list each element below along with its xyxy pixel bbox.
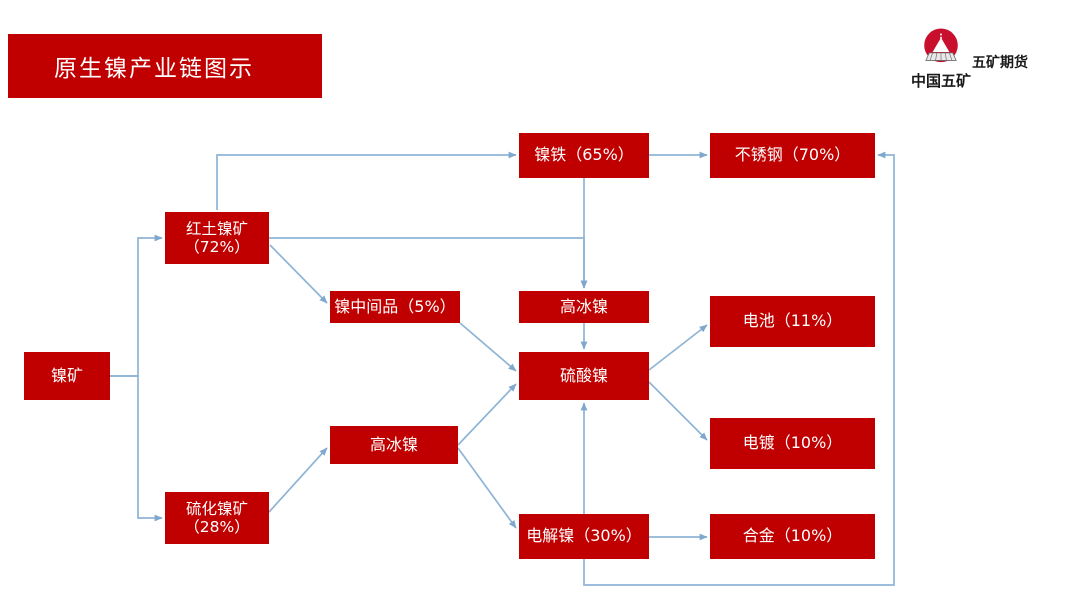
node-nickel-sulfate[interactable]: 硫酸镍 <box>519 352 649 400</box>
edge-sulfide-to-matte-left <box>268 447 328 513</box>
edge-laterite-to-matte-mid <box>269 237 588 289</box>
title-banner: 原生镍产业链图示 <box>8 34 322 98</box>
page-title: 原生镍产业链图示 <box>54 56 254 82</box>
node-label: 镍中间品（5%） <box>334 296 456 316</box>
brand-company-name: 中国五矿 <box>910 72 971 90</box>
node-label: 镍铁（65%） <box>534 145 634 165</box>
node-stainless-steel[interactable]: 不锈钢（70%） <box>710 133 875 178</box>
node-label: 硫化镍矿（28%） <box>184 499 250 536</box>
node-nickel-ore[interactable]: 镍矿 <box>24 352 110 400</box>
edge-matte-left-to-sulfate <box>457 383 517 446</box>
node-label: 不锈钢（70%） <box>734 145 851 165</box>
edge-laterite-to-intermediate <box>269 244 328 304</box>
node-matte-left[interactable]: 高冰镍 <box>330 426 458 464</box>
china-minmetals-emblem-icon <box>924 28 958 63</box>
brand-mark: 中国五矿 <box>886 26 996 91</box>
brand-block: 中国五矿 五矿期货 <box>868 26 1058 106</box>
edge-matte-left-to-electrolytic <box>457 447 517 529</box>
node-plating[interactable]: 电镀（10%） <box>710 418 875 469</box>
brand-division-name: 五矿期货 <box>972 55 1028 71</box>
node-label: 合金（10%） <box>742 526 843 546</box>
node-label: 电解镍（30%） <box>526 526 642 546</box>
node-alloy[interactable]: 合金（10%） <box>710 514 875 559</box>
node-label: 镍矿 <box>50 365 83 385</box>
node-sulfide-ore[interactable]: 硫化镍矿（28%） <box>165 492 269 544</box>
node-nickel-intermediate[interactable]: 镍中间品（5%） <box>330 291 460 323</box>
edge-laterite-to-ferronickel <box>216 151 517 210</box>
node-label: 电镀（10%） <box>742 433 843 453</box>
node-label: 高冰镍 <box>559 296 608 316</box>
node-battery[interactable]: 电池（11%） <box>710 296 875 347</box>
edge-sulfate-to-plating <box>648 381 708 441</box>
edge-ore-to-laterite <box>110 234 163 377</box>
edge-ore-to-sulfide <box>110 375 163 522</box>
node-laterite-ore[interactable]: 红土镍矿（72%） <box>165 212 269 264</box>
node-label: 红土镍矿（72%） <box>184 219 250 256</box>
edge-intermediate-to-sulfate <box>459 322 517 372</box>
node-electrolytic[interactable]: 电解镍（30%） <box>519 514 649 559</box>
node-label: 硫酸镍 <box>559 365 608 385</box>
node-ferronickel[interactable]: 镍铁（65%） <box>519 133 649 178</box>
node-label: 高冰镍 <box>369 434 418 454</box>
node-label: 电池（11%） <box>742 311 843 331</box>
edge-sulfate-to-battery <box>648 324 708 371</box>
edge-electrolytic-to-stainless <box>583 151 895 586</box>
node-matte-mid[interactable]: 高冰镍 <box>519 291 649 323</box>
